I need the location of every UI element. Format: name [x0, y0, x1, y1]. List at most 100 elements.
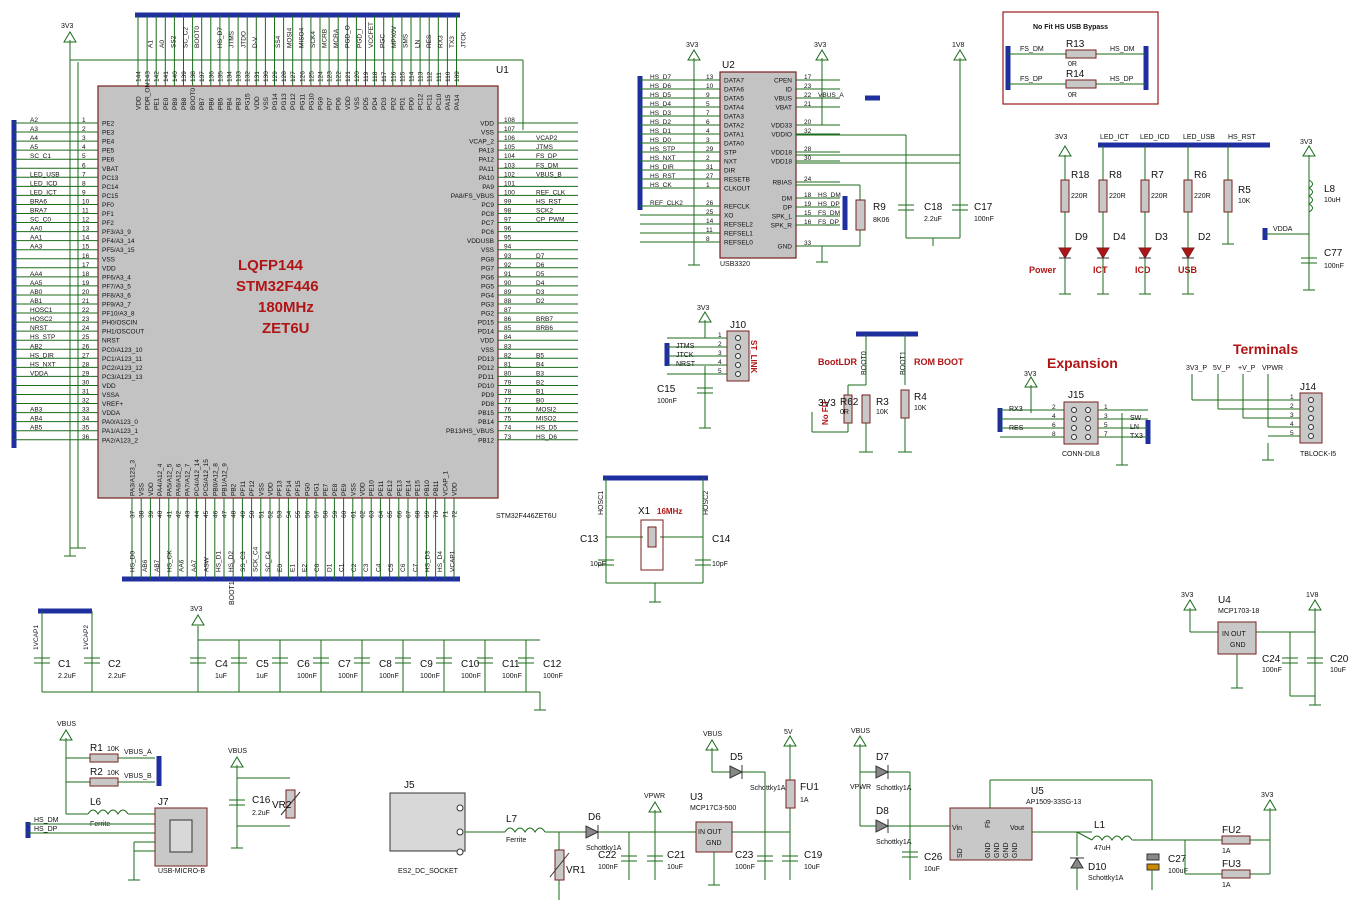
mcu-top-pin-number: 113 [418, 71, 425, 82]
u3-pins: IN OUT [698, 829, 722, 836]
mcu-top-pin-number: 137 [199, 71, 206, 82]
phy-right-pin-number: 16 [804, 219, 812, 226]
phy-left-pin-number: 13 [706, 74, 714, 81]
j14-pin-icon [1308, 424, 1314, 430]
mcu-bottom-net: C0 [314, 563, 321, 572]
mcu-top-pin: PDR_ON [145, 83, 152, 110]
fu1-val: 1A [800, 797, 809, 804]
mcu-top-net: MPX0V [391, 25, 398, 48]
mcu-left-net: LED_ICD [30, 180, 58, 187]
mcu-bottom-pin: PB0/A12_8 [212, 463, 219, 496]
mcu-left-pin-number: 10 [82, 198, 90, 205]
mcu-left-pin: PF7/A3_5 [102, 283, 131, 290]
mcu-left-pin-number: 24 [82, 325, 90, 332]
led-resistor-ref: R18 [1071, 170, 1090, 181]
mcu-top-pin-number: 139 [181, 71, 188, 82]
mcu-bottom-pin-number: 42 [176, 510, 183, 518]
r9-val: 8K06 [873, 217, 889, 224]
usb-dp-net: HS_DP [34, 826, 58, 833]
j14-pin-number: 5 [1290, 430, 1294, 437]
j14-pin-number: 4 [1290, 421, 1294, 428]
mcu-left-net: HOSC2 [30, 316, 53, 323]
mcu-left-pin-number: 18 [82, 271, 90, 278]
phy-left-net: HS_D3 [650, 110, 671, 117]
mcu-right-pin-number: 105 [504, 144, 515, 151]
mcu-left-net: AA0 [30, 226, 43, 233]
mcu-bottom-net: C6 [400, 563, 407, 572]
mcu-bottom-pin: PE10 [369, 480, 376, 496]
mcu-bottom-net: AA6 [179, 559, 186, 572]
r3-val: 10K [876, 409, 889, 416]
phy-left-pin: REFSEL2 [724, 222, 753, 229]
vpwr-net: VPWR [644, 793, 665, 800]
mcu-top-net: LN [414, 39, 421, 48]
mcu-left-pin-number: 14 [82, 235, 90, 242]
mcu-bottom-pin: PE11 [378, 480, 385, 496]
vr1-ref: VR1 [566, 865, 586, 876]
c16-ref: C16 [252, 795, 271, 806]
mcu-top-pin: PB4 [227, 97, 234, 110]
led-ref: D2 [1198, 232, 1211, 243]
mcu-bottom-pin: PB11 [433, 480, 440, 496]
mcu-left-net: AB5 [30, 425, 43, 432]
d8-diode [875, 819, 890, 833]
mcu-right-pin: PA8/FS_VBUS [451, 193, 495, 200]
mcu-top-pin-number: 135 [217, 71, 224, 82]
mcu-left-net: HS_STP [30, 334, 55, 341]
mcu-bottom-pin-number: 49 [240, 510, 247, 518]
mcu-left-pin-number: 13 [82, 226, 90, 233]
c15-val: 100nF [657, 398, 677, 405]
phy-right-pin-number: 21 [804, 101, 812, 108]
mcu-top-pin-number: 138 [190, 71, 197, 82]
mcu-left-pin-number: 7 [82, 171, 86, 178]
u4-in: 3V3 [1181, 592, 1194, 599]
mcu-right-net: B3 [536, 370, 544, 377]
decap-ref: C9 [420, 659, 433, 670]
mcu-left-net: A2 [30, 117, 38, 124]
mcu-bottom-net: C5 [388, 563, 395, 572]
hosc2-net: HOSC2 [703, 491, 710, 515]
phy-left-pin: DIR [724, 168, 736, 175]
phy-left-pin: RESETB [724, 177, 750, 184]
mcu-right-pin: PD9 [481, 392, 494, 399]
mcu-bottom-pin-number: 65 [387, 510, 394, 518]
mcu-left-net: HS_DIR [30, 352, 54, 359]
mcu-left-pin-number: 15 [82, 244, 90, 251]
c14-val: 10pF [712, 561, 728, 568]
mcu-right-pin-number: 86 [504, 316, 512, 323]
phy-left-pin: DATA0 [724, 141, 744, 148]
j14-pin-number: 1 [1290, 394, 1294, 401]
led-resistor [1140, 179, 1150, 213]
u5-part: AP1509-33SG-13 [1026, 799, 1081, 806]
l1-ref: L1 [1094, 820, 1106, 831]
r13-right-net: HS_DM [1110, 46, 1135, 53]
mcu-right-pin-number: 87 [504, 307, 512, 314]
mcu-top-net: JTDO [240, 31, 247, 48]
mcu-bottom-pin-number: 56 [304, 510, 311, 518]
mcu-right-pin-number: 83 [504, 343, 512, 350]
mcu-top-pin: BOOT0 [190, 88, 197, 110]
phy-left-net: HS_CK [650, 182, 672, 189]
mcu-bottom-pin-number: 62 [360, 510, 367, 518]
exp-net-rx3: RX3 [1009, 406, 1023, 413]
mcu-left-pin-number: 9 [82, 189, 86, 196]
mcu-top-pin-number: 124 [318, 71, 325, 82]
j10-pin-icon [735, 371, 741, 377]
mcu-bottom-net: SC_C4 [265, 551, 272, 572]
mcu-bottom-pin: PB10 [424, 480, 431, 496]
phy-left-pin: REFSEL0 [724, 240, 753, 247]
mcu-bottom-pin-number: 64 [378, 510, 385, 518]
mcu-bottom-pin-number: 67 [406, 510, 413, 518]
mcu-top-pin-number: 121 [345, 71, 352, 82]
c18-val: 2.2uF [924, 216, 942, 223]
mcu-top-pin: PD2 [390, 97, 397, 110]
mcu-left-pin: PF8/A3_6 [102, 292, 131, 299]
c21-val: 10uF [667, 864, 683, 871]
mcu-top-pin-number: 115 [399, 71, 406, 82]
mcu-bottom-pin-number: 44 [194, 510, 201, 518]
mcu-top-pin: PD3 [381, 97, 388, 110]
mcu-right-pin-number: 107 [504, 126, 515, 133]
mcu-top-pin-number: 109 [454, 71, 461, 82]
mcu-right-pin: PD13 [478, 356, 495, 363]
